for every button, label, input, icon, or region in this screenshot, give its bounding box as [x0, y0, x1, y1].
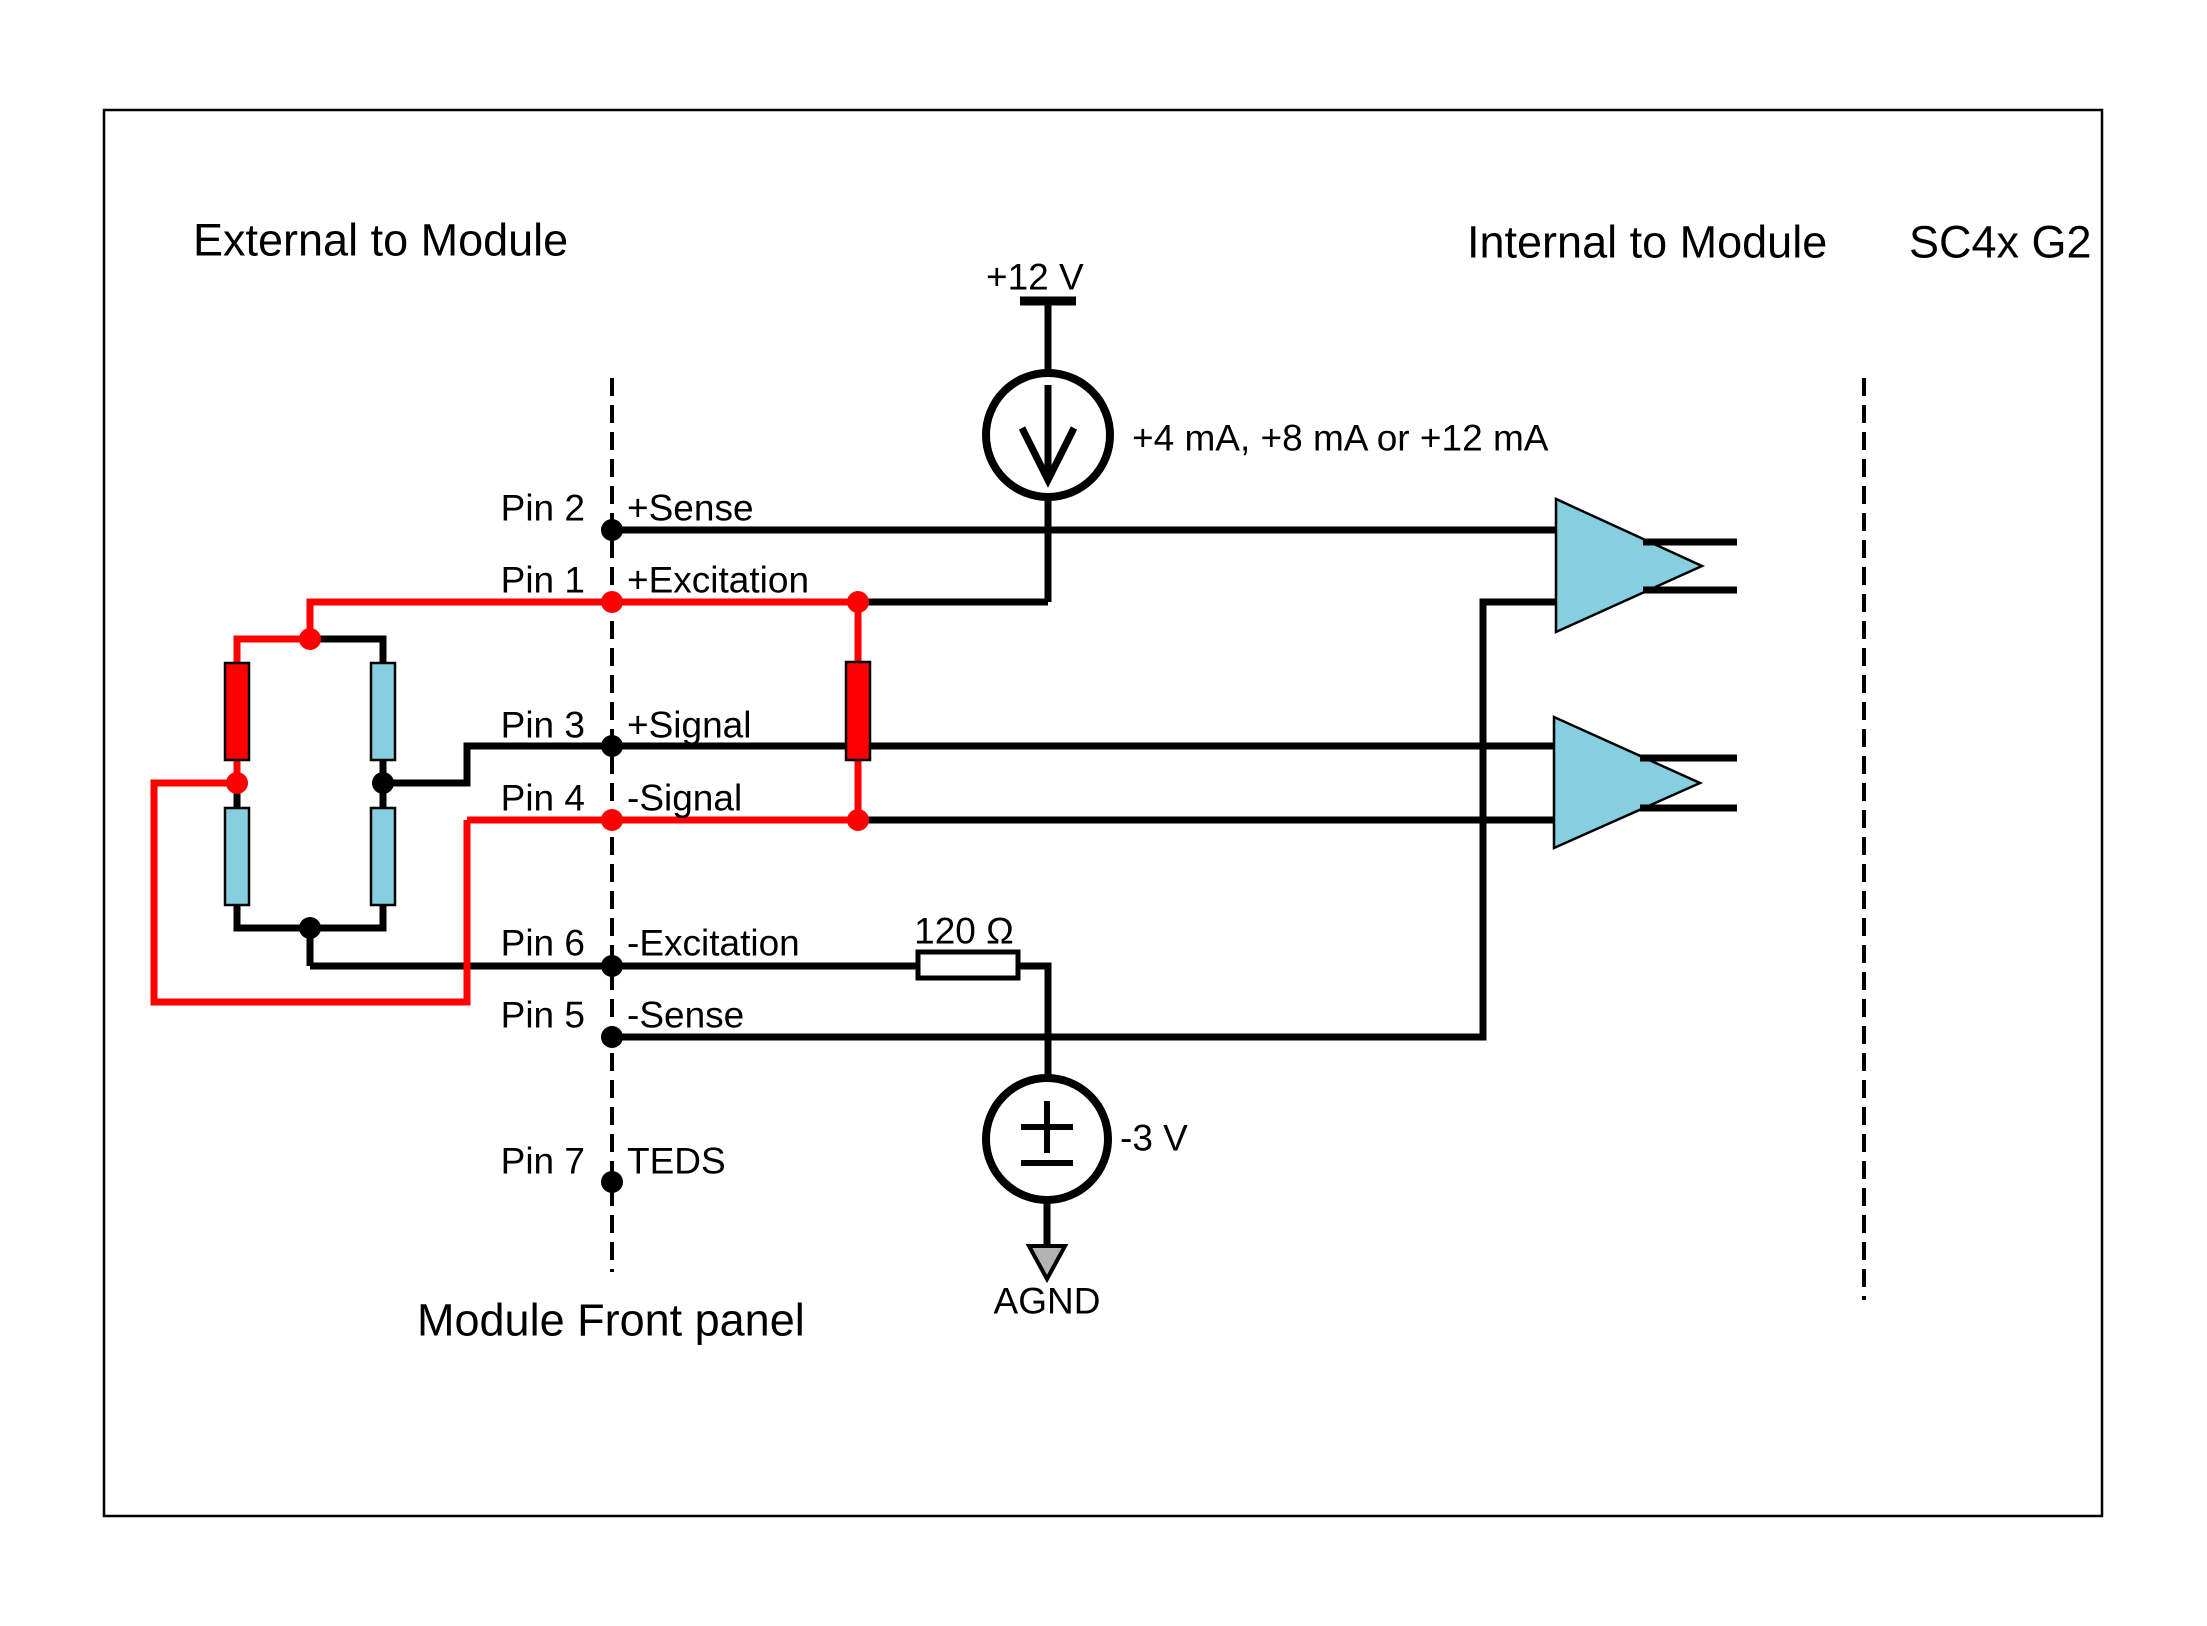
- pin7-terminal-dot: [601, 1171, 623, 1193]
- bridge-resistor-bottom-right: [369, 806, 397, 907]
- shunt-bottom-junction-dot: [847, 809, 869, 831]
- module-model-label: SC4x G2: [1909, 217, 2092, 268]
- analog-ground-arrow-icon: [1025, 1244, 1069, 1284]
- pin5-number-label: Pin 5: [501, 995, 585, 1036]
- signal-pos-wire: [383, 742, 1554, 787]
- bridge-resistor-top-right: [369, 661, 397, 762]
- pin5-signal-label: -Sense: [627, 995, 744, 1036]
- voltage-source-symbol: [982, 1074, 1112, 1204]
- bridge-left-node-dot: [226, 772, 248, 794]
- pin6-terminal-dot: [601, 955, 623, 977]
- bridge-top-node-dot: [299, 628, 321, 650]
- external-region-title: External to Module: [193, 215, 568, 266]
- shunt-top-junction-dot: [847, 591, 869, 613]
- pin4-signal-label: -Signal: [627, 778, 742, 819]
- pin7-number-label: Pin 7: [501, 1141, 585, 1182]
- pin1-signal-label: +Excitation: [627, 560, 809, 601]
- pin4-terminal-dot: [601, 809, 623, 831]
- bridge-resistor-bottom-left: [223, 806, 251, 907]
- bridge-top-right-wire: [310, 635, 387, 663]
- excitation-pos-wire-red: [306, 598, 858, 639]
- current-options-label: +4 mA, +8 mA or +12 mA: [1132, 418, 1549, 459]
- shunt-resistor-value-label: 120 Ω: [914, 911, 1014, 952]
- pin2-number-label: Pin 2: [501, 488, 585, 529]
- pin7-signal-label: TEDS: [627, 1141, 726, 1182]
- bias-voltage-label: -3 V: [1120, 1118, 1188, 1159]
- bridge-bottom-left-wire: [233, 905, 310, 932]
- bridge-resistor-active-gauge: [223, 661, 251, 762]
- supply-voltage-label: +12 V: [986, 257, 1084, 298]
- front-panel-label: Module Front panel: [417, 1295, 805, 1346]
- bridge-top-left-wire-red: [233, 635, 310, 663]
- quarter-bridge-completion-loop: [150, 779, 471, 1006]
- analog-ground-label: AGND: [994, 1281, 1101, 1322]
- pin5-terminal-dot: [601, 1026, 623, 1048]
- pin3-terminal-dot: [601, 735, 623, 757]
- bridge-right-node-dot: [372, 772, 394, 794]
- internal-region-title: Internal to Module: [1467, 217, 1827, 268]
- resistor-120-ohm: [915, 949, 1021, 981]
- pin3-number-label: Pin 3: [501, 705, 585, 746]
- bridge-bottom-node-dot: [299, 917, 321, 939]
- pin1-number-label: Pin 1: [501, 560, 585, 601]
- shunt-calibration-resistor: [844, 660, 872, 762]
- current-source-arrow-head: [1018, 426, 1078, 488]
- diagram-frame: [102, 108, 2104, 1518]
- pin3-signal-label: +Signal: [627, 705, 751, 746]
- signal-amplifier-triangle: [1552, 715, 1704, 850]
- excitation-neg-to-bias-wire: [1018, 962, 1052, 1078]
- pin2-signal-label: +Sense: [627, 488, 754, 529]
- sense-neg-wire: [612, 598, 1556, 1041]
- current-source-symbol: [982, 369, 1114, 501]
- pin6-signal-label: -Excitation: [627, 923, 800, 964]
- pin6-number-label: Pin 6: [501, 923, 585, 964]
- bridge-bottom-right-wire: [310, 905, 387, 932]
- pin4-number-label: Pin 4: [501, 778, 585, 819]
- pin2-terminal-dot: [601, 519, 623, 541]
- pin1-terminal-dot: [601, 591, 623, 613]
- sense-amplifier-triangle: [1554, 497, 1706, 634]
